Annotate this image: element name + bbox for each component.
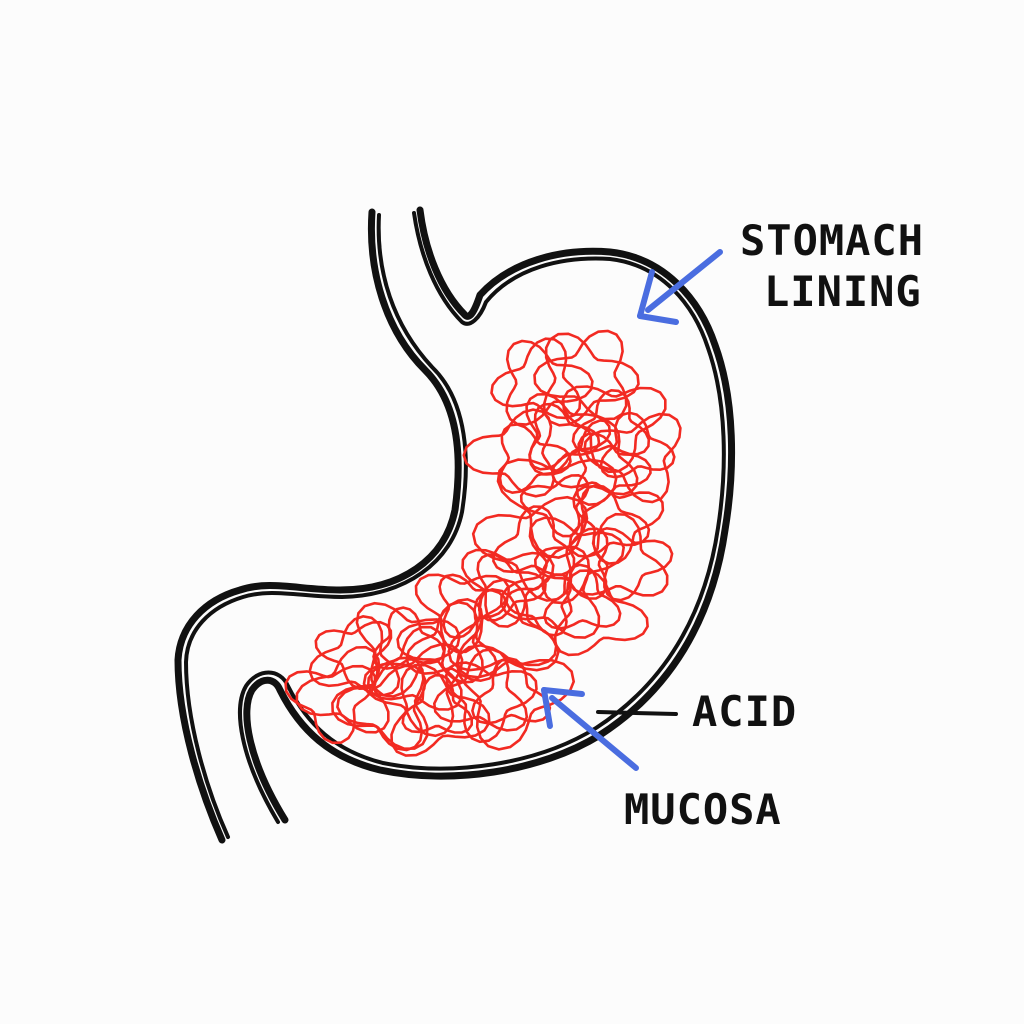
acid-scribble-loop	[553, 569, 649, 657]
acid-scribble-loop	[314, 620, 393, 691]
acid-scribble-loop	[490, 337, 582, 420]
acid-scribble-loop	[499, 545, 601, 639]
acid-scribble-loop	[575, 432, 652, 507]
acid-scribble-loop	[533, 329, 628, 421]
acid-scribble-loop	[444, 661, 538, 744]
acid-scribble-loop	[599, 411, 676, 479]
stomach-inner-curve-sketch	[184, 213, 468, 839]
acid-scribble-loop	[471, 656, 552, 725]
acid-scribble-loop	[462, 408, 556, 498]
acid-scribble-loop	[533, 527, 609, 600]
acid-scribble-loop	[438, 573, 508, 640]
stomach-outline	[174, 206, 736, 844]
acid-label: ACID	[692, 687, 797, 736]
acid-scribble-loop	[496, 458, 618, 559]
mucosa-arrow	[541, 687, 639, 771]
stomach-inner-curve	[174, 208, 462, 844]
acid-scribble-loop	[362, 642, 464, 738]
acid-scribble-loop	[550, 419, 639, 496]
stomach-lining-label-line1: STOMACH	[740, 216, 924, 265]
acid-scribble-loop	[543, 563, 622, 630]
acid-scribble-loop	[390, 663, 491, 757]
acid-scribble-loop	[591, 526, 674, 602]
acid-scribble-loop	[568, 483, 651, 559]
acid-scribble-loop	[525, 392, 612, 476]
acid-scribble-loop	[432, 647, 529, 732]
acid-scribble-loop	[505, 339, 594, 426]
acid-scribble-loop	[414, 573, 511, 654]
stomach-lining-arrow	[637, 249, 723, 325]
acid-scribble-loop	[583, 412, 682, 504]
stomach-greater-curve-sketch	[238, 211, 726, 824]
acid-scribble-loop	[284, 664, 377, 745]
stomach-greater-curve	[243, 206, 736, 824]
mucosa-label: MUCOSA	[624, 785, 782, 834]
acid-scribble-loop	[572, 484, 665, 565]
acid-scribble-loop	[571, 388, 651, 456]
acid-scribble-loop	[331, 656, 429, 751]
acid-scribble-loop	[455, 644, 576, 751]
acid-scribble	[284, 329, 682, 757]
acid-scribble-loop	[355, 601, 461, 698]
acid-scribble-loop	[336, 664, 427, 752]
acid-leader-line	[596, 710, 678, 716]
acid-scribble-loop	[308, 615, 401, 697]
stomach-lining-label-line2: LINING	[764, 267, 922, 316]
acid-scribble-loop	[498, 423, 572, 495]
acid-scribble-loop	[295, 645, 390, 734]
